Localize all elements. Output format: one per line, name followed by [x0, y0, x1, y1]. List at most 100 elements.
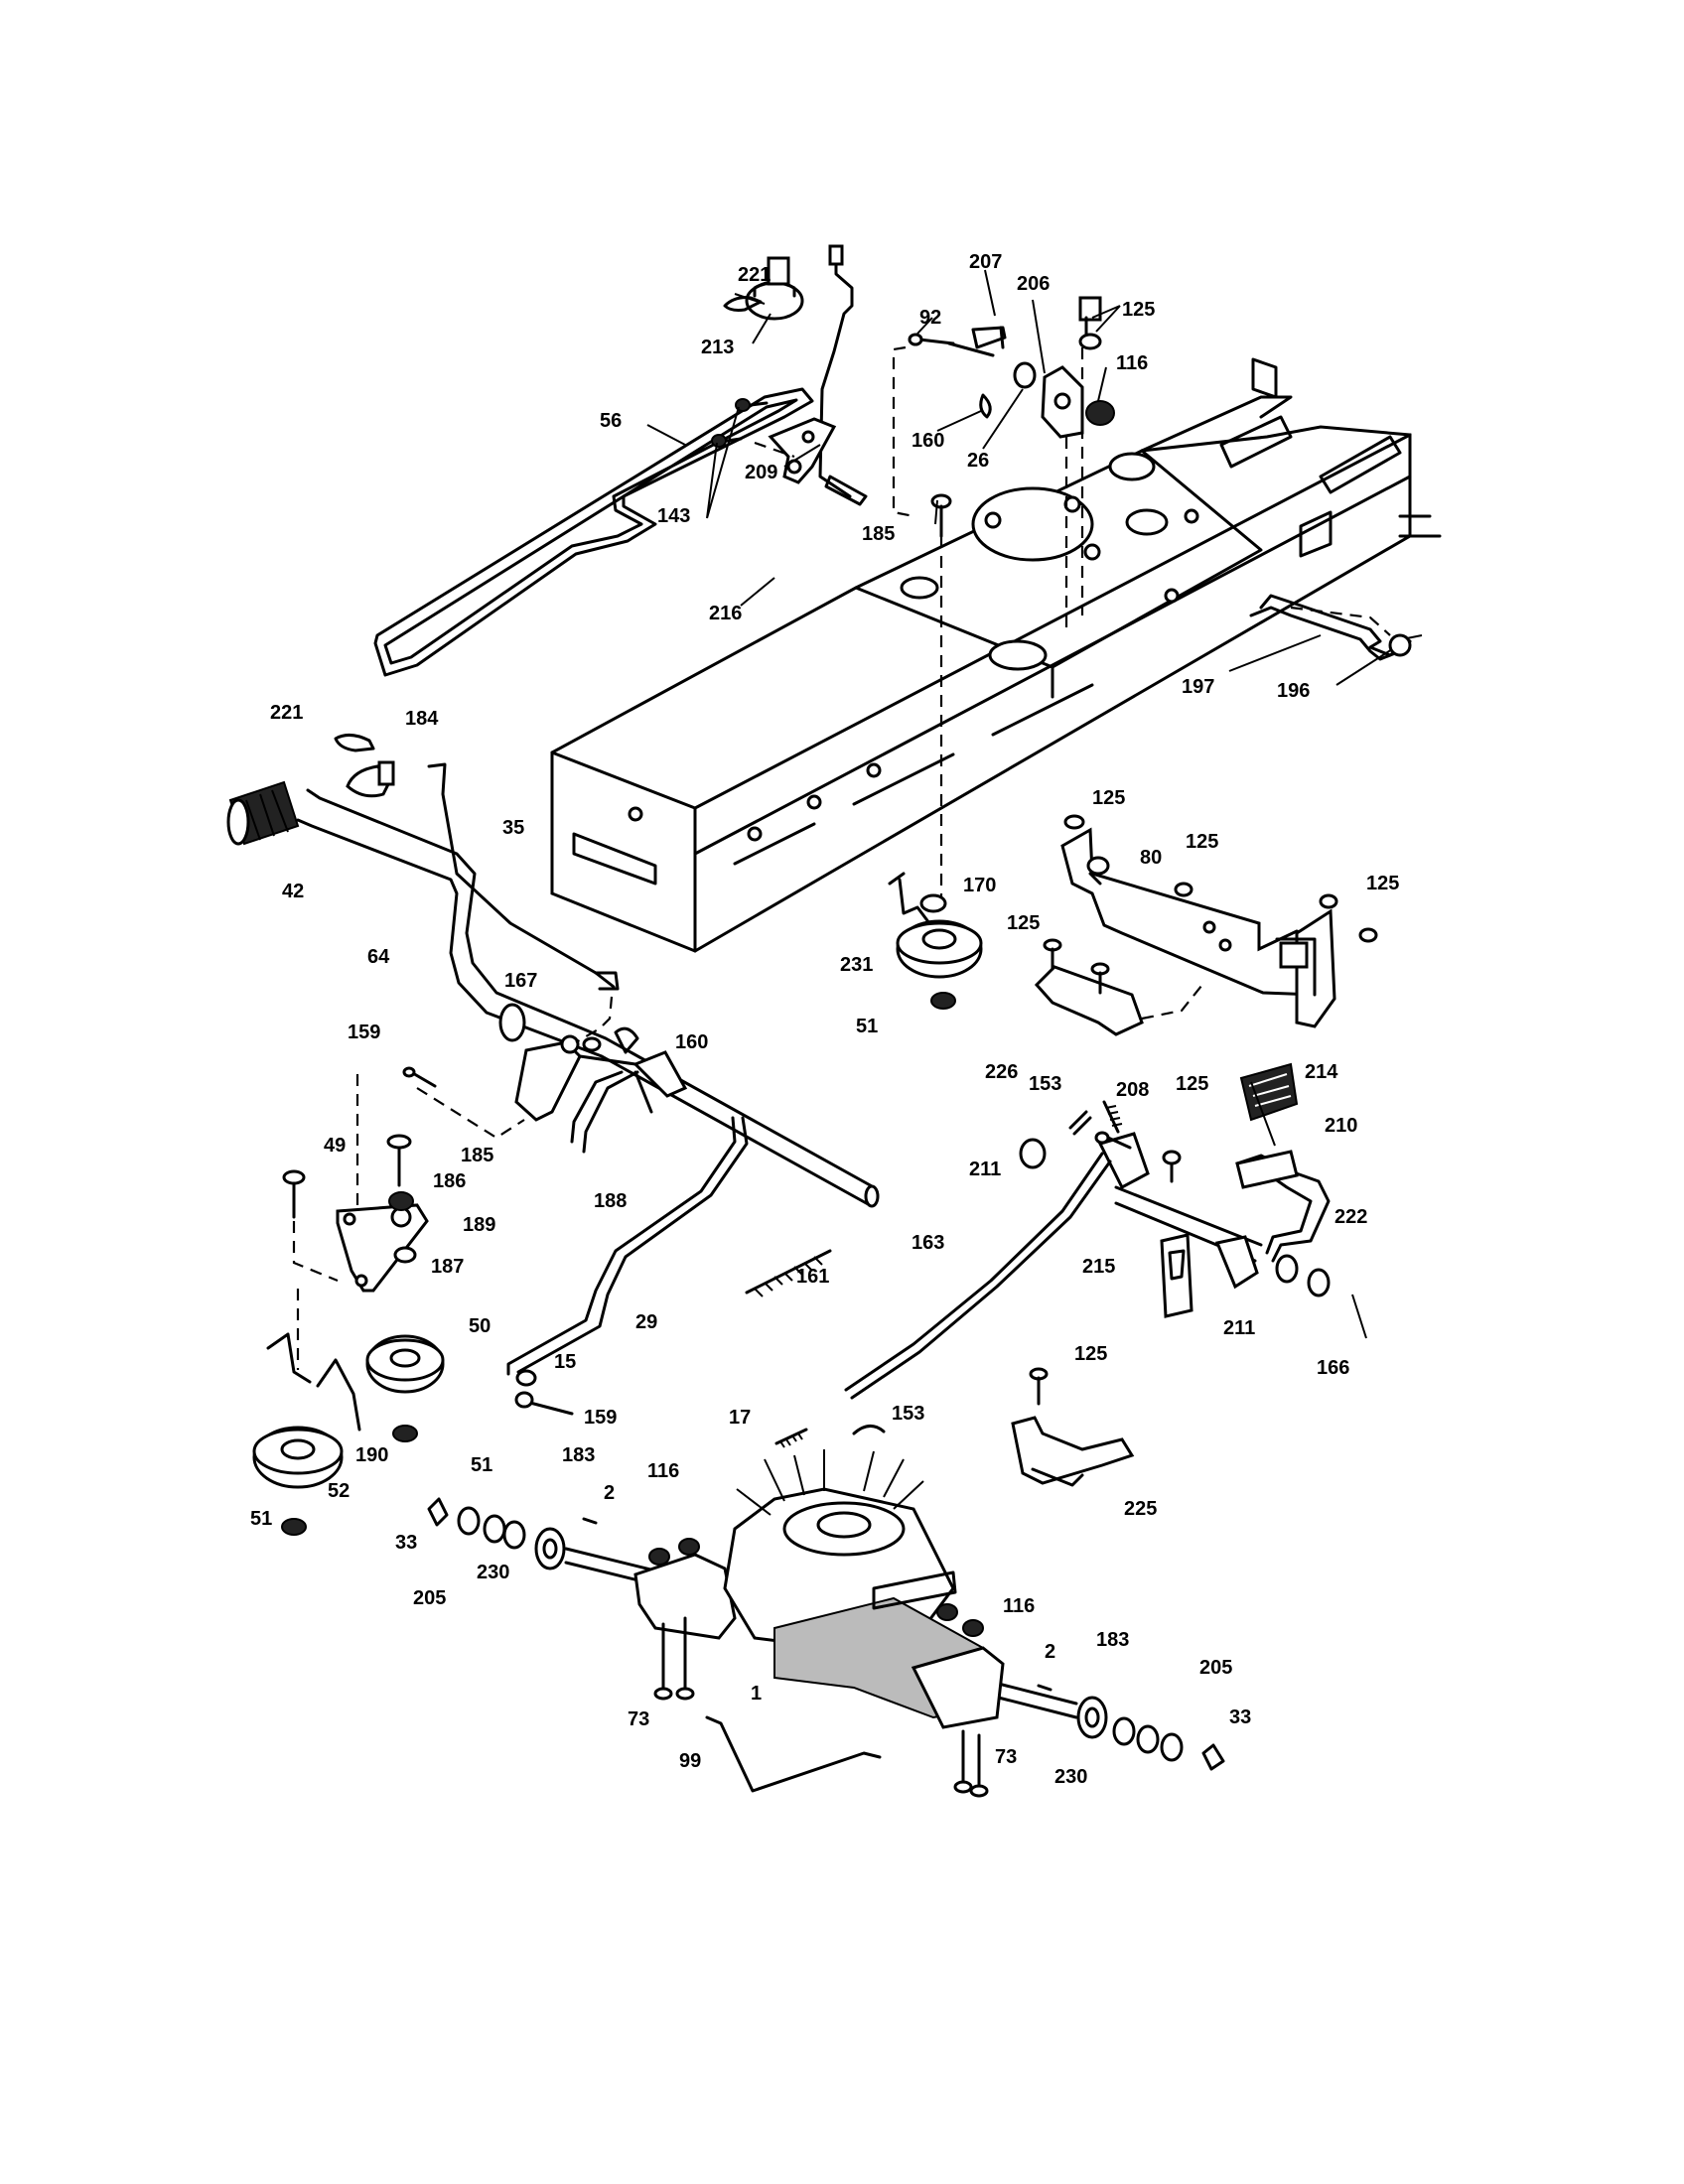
label-64: 64 — [367, 946, 390, 968]
label-184: 184 — [405, 708, 439, 730]
drive-belt — [373, 387, 814, 677]
label-160-mid: 160 — [675, 1031, 708, 1053]
washers-right — [1037, 1684, 1225, 1771]
label-190: 190 — [355, 1444, 388, 1466]
label-125-c: 125 — [1366, 873, 1399, 894]
pulley-50 — [365, 1334, 445, 1442]
label-125-d: 125 — [1007, 912, 1040, 934]
label-2-right: 2 — [1045, 1641, 1055, 1663]
label-161: 161 — [796, 1266, 829, 1288]
label-215: 215 — [1082, 1256, 1115, 1278]
label-125-top: 125 — [1122, 299, 1155, 321]
label-211-low: 211 — [1223, 1317, 1255, 1339]
label-116-right: 116 — [1003, 1595, 1035, 1617]
label-167: 167 — [504, 970, 537, 992]
label-1: 1 — [751, 1683, 762, 1705]
label-166: 166 — [1317, 1357, 1349, 1379]
label-49: 49 — [324, 1135, 346, 1157]
label-188: 188 — [594, 1190, 627, 1212]
label-52: 52 — [328, 1480, 350, 1502]
label-92: 92 — [919, 307, 941, 329]
label-210: 210 — [1325, 1115, 1357, 1137]
idler-plate-189 — [282, 1134, 429, 1370]
label-50: 50 — [469, 1315, 491, 1337]
label-42: 42 — [282, 881, 304, 902]
rod-188 — [570, 1070, 639, 1154]
label-116-top: 116 — [1116, 352, 1148, 374]
label-73-right: 73 — [995, 1746, 1017, 1768]
spring-161 — [745, 1249, 832, 1297]
label-160-top: 160 — [912, 430, 944, 452]
label-196: 196 — [1277, 680, 1310, 702]
label-230-left: 230 — [477, 1562, 509, 1583]
label-205-left: 205 — [413, 1587, 446, 1609]
label-222: 222 — [1334, 1206, 1367, 1228]
label-216: 216 — [709, 603, 742, 624]
label-56: 56 — [600, 410, 622, 432]
pedal-arm-210 — [1235, 1150, 1331, 1263]
label-159-low: 159 — [584, 1407, 617, 1429]
label-51-low: 51 — [250, 1508, 272, 1530]
label-225: 225 — [1124, 1498, 1157, 1520]
leader-lines — [646, 269, 1393, 1339]
label-214: 214 — [1305, 1061, 1338, 1083]
pedal-214 — [1239, 1062, 1299, 1122]
lever-plate-167 — [514, 996, 688, 1122]
label-29: 29 — [635, 1311, 657, 1333]
label-231: 231 — [840, 954, 873, 976]
label-125-b: 125 — [1186, 831, 1218, 853]
label-197: 197 — [1182, 676, 1214, 698]
label-205-right: 205 — [1199, 1657, 1232, 1679]
label-35: 35 — [502, 817, 524, 839]
label-73-left: 73 — [628, 1708, 649, 1730]
label-143: 143 — [657, 505, 690, 527]
label-221-left: 221 — [270, 702, 303, 724]
label-125-a: 125 — [1092, 787, 1125, 809]
pulley-52 — [252, 1332, 361, 1536]
label-33-left: 33 — [395, 1532, 417, 1554]
label-183-left: 183 — [562, 1444, 595, 1466]
washers-left — [427, 1497, 598, 1570]
bracket-80 — [1060, 814, 1378, 1028]
label-185-top: 185 — [862, 523, 895, 545]
bracket-226 — [1034, 938, 1206, 1036]
label-125-e: 125 — [1176, 1073, 1208, 1095]
label-186: 186 — [433, 1170, 466, 1192]
label-221-top: 221 — [738, 264, 771, 286]
main-frame — [550, 357, 1442, 953]
label-189: 189 — [463, 1214, 495, 1236]
label-153-top: 153 — [1029, 1073, 1061, 1095]
label-185-left: 185 — [461, 1145, 493, 1166]
label-206: 206 — [1017, 273, 1050, 295]
bracket-216 — [711, 398, 837, 484]
label-226: 226 — [985, 1061, 1018, 1083]
shift-bracket-cluster — [892, 296, 1115, 635]
transaxle-1 — [564, 1449, 1078, 1798]
sleeve-215 — [1160, 1233, 1193, 1318]
knob-184 — [334, 734, 395, 798]
part-labels: 221 213 92 207 206 125 116 56 160 26 209… — [250, 251, 1399, 1788]
rod-163 — [844, 1152, 1112, 1400]
rod-29 — [506, 1116, 749, 1376]
grip-42 — [226, 780, 300, 846]
label-2-left: 2 — [604, 1482, 615, 1504]
label-17: 17 — [729, 1407, 751, 1429]
springs-153-208 — [1068, 1100, 1123, 1136]
label-51-left: 51 — [471, 1454, 492, 1476]
label-207: 207 — [969, 251, 1002, 273]
bracket-225 — [1011, 1367, 1135, 1487]
pulley-231 — [888, 872, 983, 1010]
label-208: 208 — [1116, 1079, 1149, 1101]
label-99: 99 — [679, 1750, 701, 1772]
label-163: 163 — [912, 1232, 944, 1254]
label-211-top: 211 — [969, 1159, 1001, 1180]
label-125-f: 125 — [1074, 1343, 1107, 1365]
label-159-top: 159 — [348, 1022, 380, 1043]
label-26: 26 — [967, 450, 989, 472]
label-33-right: 33 — [1229, 1706, 1251, 1728]
label-170: 170 — [963, 875, 996, 896]
label-213: 213 — [701, 337, 734, 358]
label-230-right: 230 — [1054, 1766, 1087, 1788]
shaft-brake — [1019, 1131, 1331, 1297]
